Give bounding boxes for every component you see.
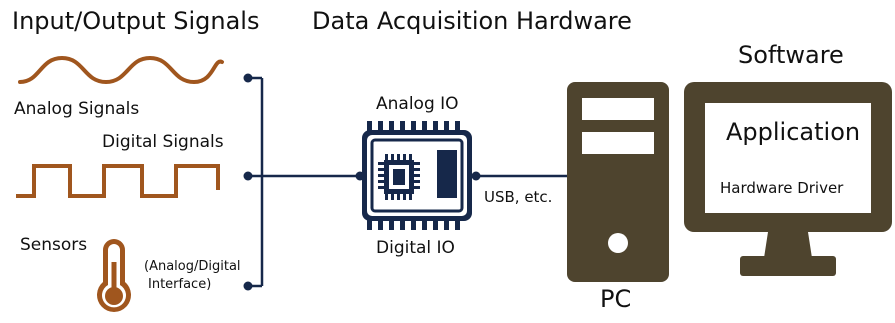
label-digital-signals: Digital Signals <box>102 132 224 152</box>
bus-dot-analog <box>243 73 253 83</box>
daq-board-icon <box>362 121 472 230</box>
label-analog-signals: Analog Signals <box>14 99 140 119</box>
signal-bus <box>250 76 572 288</box>
digital-signal-wave <box>16 164 220 198</box>
bus-dot-sensors <box>243 281 253 291</box>
label-interface-line1: (Analog/Digital <box>144 259 241 274</box>
heading-io-signals: Input/Output Signals <box>12 7 260 35</box>
label-application: Application <box>726 118 861 146</box>
heading-daq-hardware: Data Acquisition Hardware <box>312 7 632 35</box>
label-usb-link: USB, etc. <box>484 188 553 206</box>
heading-software: Software <box>738 41 844 69</box>
label-analog-io: Analog IO <box>376 94 459 114</box>
label-interface-line2: Interface) <box>148 277 212 292</box>
monitor-icon <box>684 82 892 276</box>
daq-port-right <box>471 171 481 181</box>
bus-dot-digital <box>243 171 253 181</box>
label-pc: PC <box>600 285 632 313</box>
label-digital-io: Digital IO <box>376 238 455 258</box>
thermometer-icon <box>97 239 131 312</box>
label-hardware-driver: Hardware Driver <box>720 179 844 197</box>
label-sensors: Sensors <box>20 235 88 255</box>
analog-signal-wave <box>18 55 224 85</box>
pc-tower-icon <box>567 82 669 282</box>
